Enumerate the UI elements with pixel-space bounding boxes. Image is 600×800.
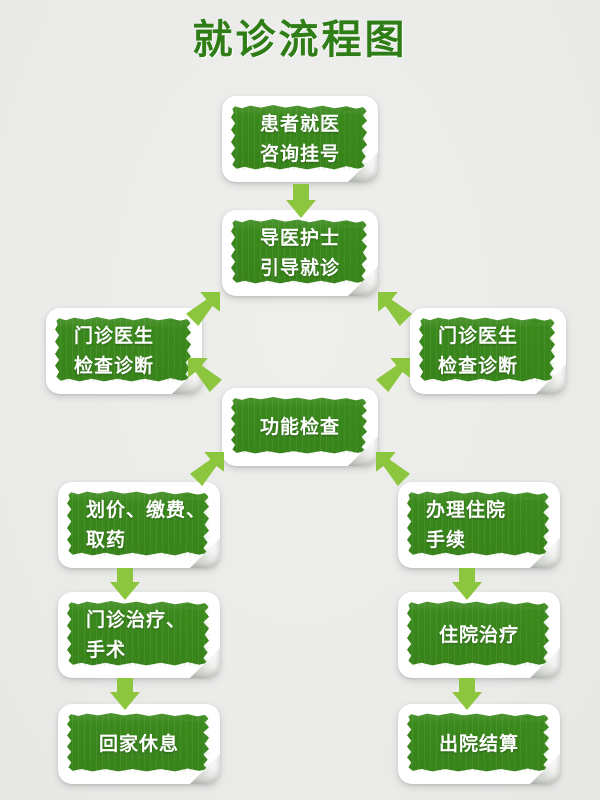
arrow-stem [117,678,133,694]
arrow-down-n1-n2 [286,184,316,218]
arrow-head [110,692,140,710]
node-line: 咨询挂号 [259,143,340,165]
flow-node-label: 门诊医生 检查诊断 [46,308,202,394]
node-line: 住院治疗 [438,624,519,646]
flow-node-pricing-payment-pharmacy[interactable]: 划价、缴费、 取药 [58,482,220,568]
flow-node-guide-nurse[interactable]: 导医护士 引导就诊 [222,210,378,296]
flow-node-label: 患者就医 咨询挂号 [222,96,378,182]
flow-node-label: 划价、缴费、 取药 [58,482,220,568]
arrow-stem [459,568,475,584]
arrow-stem [459,678,475,694]
arrow-head [452,692,482,710]
flow-node-label: 导医护士 引导就诊 [222,210,378,296]
node-line: 检查诊断 [438,355,519,377]
node-line: 回家休息 [98,733,179,755]
node-line: 门诊医生 [438,325,519,347]
flow-node-outpatient-doctor-left[interactable]: 门诊医生 检查诊断 [46,308,202,394]
arrow-diagonal-n4-n5 [376,358,410,392]
flow-node-functional-exam[interactable]: 功能检查 [222,388,378,466]
arrow-down-n6-n8 [110,568,140,600]
arrow-down-n8-n10 [110,678,140,710]
node-line: 检查诊断 [74,355,155,377]
arrow-stem [117,568,133,584]
arrow-diagonal-n5-n7 [376,452,410,486]
node-line: 引导就诊 [259,257,340,279]
flow-node-inpatient-treatment[interactable]: 住院治疗 [398,592,560,678]
flow-node-label: 功能检查 [222,388,378,466]
node-line: 出院结算 [438,733,519,755]
arrow-down-n7-n9 [452,568,482,600]
arrow-diagonal-n5-n6 [190,452,224,486]
flow-node-label: 住院治疗 [398,592,560,678]
flow-node-label: 出院结算 [398,704,560,784]
node-line: 取药 [86,529,127,551]
page-title: 就诊流程图 [192,17,408,63]
node-line: 办理住院 [426,499,507,521]
node-line: 导医护士 [259,227,340,249]
node-line: 功能检查 [259,416,340,438]
arrow-head [286,200,316,218]
node-line: 患者就医 [259,113,340,135]
flow-node-go-home-rest[interactable]: 回家休息 [58,704,220,784]
flow-node-label: 办理住院 手续 [398,482,560,568]
arrow-diagonal-n2-n4 [378,292,412,326]
arrow-head [452,582,482,600]
node-line: 手术 [86,639,127,661]
flow-node-admission-procedures[interactable]: 办理住院 手续 [398,482,560,568]
arrow-head [110,582,140,600]
flow-node-outpatient-treatment-surgery[interactable]: 门诊治疗、 手术 [58,592,220,678]
flow-node-label: 门诊医生 检查诊断 [410,308,566,394]
flow-node-patient-registration[interactable]: 患者就医 咨询挂号 [222,96,378,182]
node-line: 手续 [426,529,467,551]
arrow-down-n9-n11 [452,678,482,710]
flow-node-label: 门诊治疗、 手术 [58,592,220,678]
arrow-stem [293,184,309,200]
node-line: 划价、缴费、 [86,499,207,521]
flow-node-outpatient-doctor-right[interactable]: 门诊医生 检查诊断 [410,308,566,394]
flow-node-discharge-settlement[interactable]: 出院结算 [398,704,560,784]
node-line: 门诊治疗、 [86,609,187,631]
flow-node-label: 回家休息 [58,704,220,784]
node-line: 门诊医生 [74,325,155,347]
